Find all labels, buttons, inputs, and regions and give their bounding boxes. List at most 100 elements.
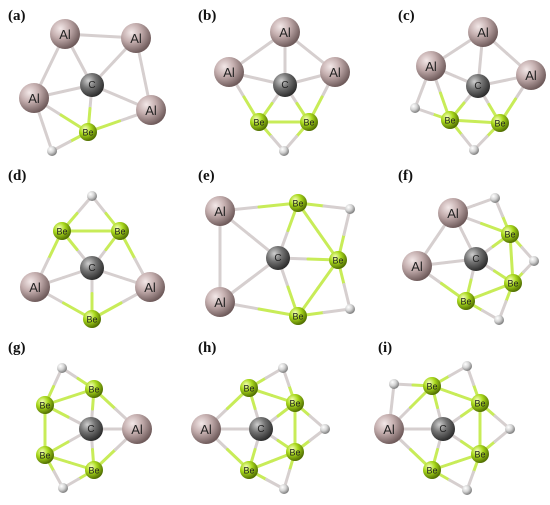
atom-al: Al [270,17,300,47]
atom-be: Be [85,380,103,398]
atom-be: Be [286,394,304,412]
atom-sphere [320,57,350,87]
atom-sphere [423,461,441,479]
atom-be: Be [36,446,54,464]
atom-label: C [281,80,288,91]
atom-sphere [431,417,455,441]
atom-be: Be [300,113,318,131]
atom-sphere [374,414,404,444]
atom-sphere [214,57,244,87]
atom-c: C [466,74,490,98]
atom-sphere [345,304,355,314]
atom-sphere [289,194,307,212]
atom-sphere [36,396,54,414]
atom-sphere [249,417,273,441]
atom-label: C [88,80,95,91]
atom-be: Be [501,225,519,243]
atom-h [389,379,399,389]
atom-sphere [205,287,235,317]
atom-h [462,485,472,495]
atom-label: Be [243,384,254,394]
atom-label: C [88,263,95,274]
atom-label: Be [82,128,93,138]
atom-label: C [439,424,446,435]
atom-label: Be [86,315,97,325]
atom-label: Al [411,259,423,274]
atom-sphere [83,310,101,328]
atom-sphere [402,251,432,281]
atom-sphere [205,196,235,226]
atom-label: Be [444,116,455,126]
atom-label: Be [474,450,485,460]
atom-al: Al [214,57,244,87]
atom-be: Be [240,379,258,397]
atom-sphere [79,123,97,141]
atom-h [345,304,355,314]
atom-sphere [135,272,165,302]
atom-sphere [53,222,71,240]
atom-label: Al [144,280,156,295]
atom-be: Be [423,461,441,479]
atom-al: Al [205,287,235,317]
atom-be: Be [329,251,347,269]
atom-al: Al [50,19,80,49]
atom-label: Be [39,451,50,461]
atom-be: Be [286,443,304,461]
atom-sphere [469,145,479,155]
atom-sphere [464,247,488,271]
panel-label: (d) [8,168,26,184]
atom-be: Be [289,307,307,325]
atom-be: Be [83,310,101,328]
panel-label: (i) [378,340,392,356]
atom-sphere [286,394,304,412]
atom-label: Be [289,448,300,458]
atom-be: Be [491,114,509,132]
atom-label: Be [114,227,125,237]
atom-sphere [57,363,67,373]
atom-sphere [505,424,515,434]
atom-c: C [273,73,297,97]
atom-h [490,193,500,203]
atom-label: C [87,424,94,435]
atom-al: Al [374,414,404,444]
atom-sphere [111,222,129,240]
atom-label: Be [243,466,254,476]
atom-be: Be [441,111,459,129]
atom-c: C [266,246,290,270]
atom-label: Be [56,227,67,237]
atom-al: Al [20,272,50,302]
atom-label: Be [88,385,99,395]
atom-label: Be [39,401,50,411]
atom-h [410,103,420,113]
atom-label: Al [145,103,157,118]
atom-label: Be [507,279,518,289]
atom-h [87,191,97,201]
atom-label: Al [279,25,291,40]
atom-be: Be [457,292,475,310]
atom-sphere [279,146,289,156]
atom-label: Be [460,297,471,307]
atom-sphere [286,443,304,461]
atom-sphere [50,19,80,49]
panel-label: (e) [198,168,215,184]
atom-al: Al [416,51,446,81]
atom-h [278,363,288,373]
atom-sphere [462,485,472,495]
panel-label: (g) [8,340,26,356]
atom-sphere [471,394,489,412]
atom-label: Al [525,68,537,83]
atom-c: C [464,247,488,271]
atom-be: Be [471,394,489,412]
atom-label: Al [214,204,226,219]
atom-be: Be [85,461,103,479]
atom-sphere [20,272,50,302]
atom-sphere [490,193,500,203]
atom-label: Al [447,206,459,221]
panel-label: (h) [198,340,216,356]
atom-sphere [471,445,489,463]
atom-al: Al [402,251,432,281]
